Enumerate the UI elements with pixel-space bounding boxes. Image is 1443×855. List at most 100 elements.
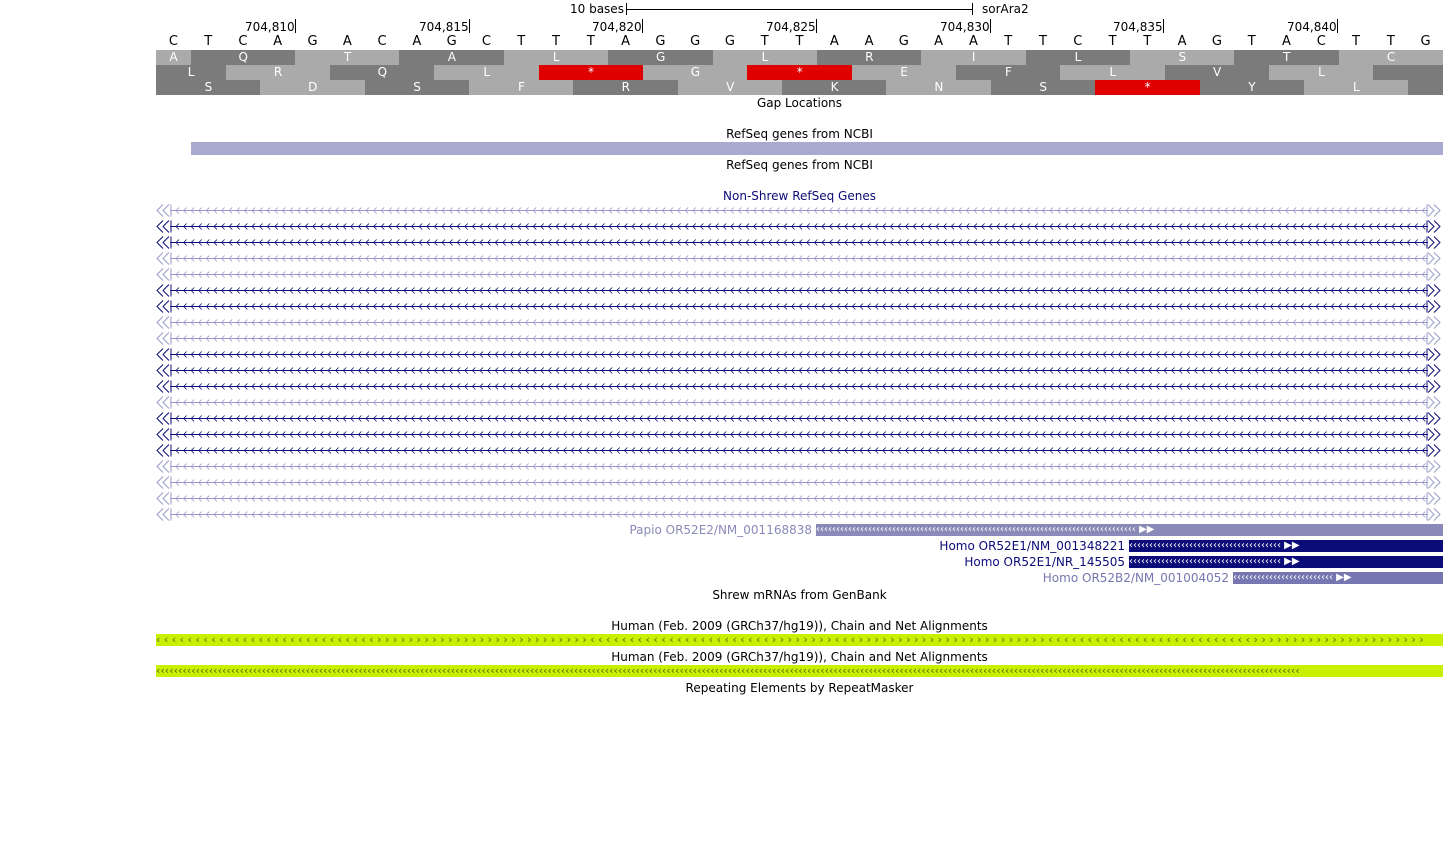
gene-label[interactable]: Papio OR52E2/NM_001168838 — [629, 523, 812, 537]
base: C — [481, 34, 491, 49]
gene-intron-line[interactable] — [156, 380, 1441, 393]
amino-acid-cell[interactable]: V — [677, 80, 783, 95]
gene-intron-line[interactable] — [156, 220, 1441, 233]
amino-acid-cell[interactable]: Q — [329, 65, 435, 80]
net-alignment-bar[interactable]: ‹‹‹‹‹‹‹‹‹‹‹‹‹‹‹‹‹‹‹‹‹‹‹‹‹‹‹‹‹‹‹‹‹‹‹‹‹‹‹‹… — [156, 665, 1443, 677]
gene-intron-line[interactable] — [156, 204, 1441, 217]
amino-acid-cell[interactable]: E — [851, 65, 957, 80]
amino-acid-cell[interactable]: S — [990, 80, 1096, 95]
chain-alignment-bar[interactable]: ‹ ‹ ‹ ‹ ‹ ‹ ‹ ‹ ‹ ‹ ‹ ‹ ‹ ‹ ‹ ‹ ‹ ‹ ‹ ‹ … — [156, 634, 1443, 646]
amino-acid-cell[interactable]: I — [921, 50, 1027, 65]
amino-acid-cell[interactable]: Y — [1199, 80, 1305, 95]
amino-acid-cell[interactable]: R — [573, 80, 679, 95]
scale-bar — [626, 9, 972, 10]
amino-acid-cell[interactable]: L — [1269, 65, 1374, 80]
amino-acid-cell[interactable]: R — [816, 50, 922, 65]
base: T — [1039, 34, 1047, 49]
amino-acid-cell[interactable]: F — [956, 65, 1061, 80]
gene-intron-line[interactable] — [156, 492, 1441, 505]
stop-codon[interactable]: * — [1095, 80, 1200, 95]
gene-intron-line[interactable] — [156, 396, 1441, 409]
amino-acid-cell[interactable]: A — [399, 50, 505, 65]
base: G — [446, 34, 457, 49]
gene-intron-line[interactable] — [156, 428, 1441, 441]
amino-acid-cell[interactable]: T — [1234, 50, 1340, 65]
track-title-gap[interactable]: Gap Locations — [756, 96, 843, 110]
amino-acid-cell[interactable]: Q — [190, 50, 296, 65]
amino-acid-cell[interactable]: L — [1303, 80, 1409, 95]
gene-feature-box[interactable]: ‹‹‹‹‹‹‹‹‹‹‹‹‹‹‹‹‹‹‹‹‹‹‹‹‹‹‹‹‹‹‹‹‹‹‹‹‹‹ ▶… — [1129, 556, 1443, 568]
amino-acid-cell[interactable]: S — [1129, 50, 1235, 65]
gene-intron-line[interactable] — [156, 460, 1441, 473]
amino-acid-cell[interactable]: L — [1060, 65, 1166, 80]
base: G — [690, 34, 701, 49]
gene-intron-line[interactable] — [156, 236, 1441, 249]
gene-intron-line[interactable] — [156, 412, 1441, 425]
gene-intron-line[interactable] — [156, 316, 1441, 329]
amino-acid-cell[interactable]: T — [295, 50, 400, 65]
stop-codon[interactable]: * — [538, 65, 644, 80]
base: T — [517, 34, 526, 49]
amino-acid-cell[interactable]: V — [1164, 65, 1270, 80]
amino-acid-cell[interactable]: K — [782, 80, 887, 95]
gene-label[interactable]: Homo OR52E1/NR_145505 — [964, 555, 1125, 569]
gene-label[interactable]: Homo OR52E1/NM_001348221 — [939, 539, 1125, 553]
amino-acid-cell[interactable]: N — [886, 80, 992, 95]
assembly-label: sorAra2 — [982, 2, 1029, 16]
gene-intron-line[interactable] — [156, 332, 1441, 345]
base: C — [1316, 34, 1326, 49]
base: T — [1143, 34, 1152, 49]
amino-acid-cell[interactable]: L — [712, 50, 818, 65]
gene-intron-line[interactable] — [156, 348, 1441, 361]
gene-intron-line[interactable] — [156, 300, 1441, 313]
base: T — [760, 34, 769, 49]
track-title-shrew-mrna[interactable]: Shrew mRNAs from GenBank — [712, 588, 887, 602]
amino-acid-cell[interactable] — [1408, 80, 1443, 95]
amino-acid-cell[interactable]: L — [434, 65, 540, 80]
gene-label[interactable]: Homo OR52B2/NM_001004052 — [1042, 571, 1229, 585]
gene-feature-box[interactable]: ‹‹‹‹‹‹‹‹‹‹‹‹‹‹‹‹‹‹‹‹‹‹‹‹‹‹‹‹‹‹‹‹‹‹‹‹‹‹‹‹… — [816, 524, 1443, 536]
track-title-refseq-2[interactable]: RefSeq genes from NCBI — [726, 158, 873, 172]
base: T — [552, 34, 560, 49]
track-title-chain-net-1[interactable]: Human (Feb. 2009 (GRCh37/hg19)), Chain a… — [611, 619, 988, 633]
amino-acid-cell[interactable]: S — [364, 80, 470, 95]
gene-intron-line[interactable] — [156, 364, 1441, 377]
base: A — [1282, 34, 1291, 49]
gene-intron-line[interactable] — [156, 284, 1441, 297]
base: A — [342, 34, 352, 49]
amino-acid-cell[interactable]: C — [1338, 50, 1443, 65]
track-title-non-shrew[interactable]: Non-Shrew RefSeq Genes — [723, 189, 876, 203]
base: T — [1386, 34, 1395, 49]
amino-acid-cell[interactable]: L — [1025, 50, 1131, 65]
amino-acid-cell[interactable]: L — [156, 65, 227, 80]
base: T — [1352, 34, 1360, 49]
track-title-repeatmasker[interactable]: Repeating Elements by RepeatMasker — [685, 681, 914, 695]
base: G — [655, 34, 666, 49]
base: G — [1420, 34, 1431, 49]
base: C — [1073, 34, 1083, 49]
amino-acid-cell[interactable]: G — [642, 65, 748, 80]
gene-feature-box[interactable]: ‹‹‹‹‹‹‹‹‹‹‹‹‹‹‹‹‹‹‹‹‹‹‹‹‹ ▶▶ — [1233, 572, 1443, 584]
amino-acid-cell[interactable]: G — [608, 50, 714, 65]
amino-acid-cell[interactable]: A — [156, 50, 192, 65]
amino-acid-cell[interactable]: L — [503, 50, 609, 65]
gene-intron-line[interactable] — [156, 268, 1441, 281]
position-tick — [295, 19, 296, 33]
base: G — [307, 34, 318, 49]
refseq-gene-bar[interactable] — [191, 142, 1443, 155]
gene-feature-box[interactable]: ‹‹‹‹‹‹‹‹‹‹‹‹‹‹‹‹‹‹‹‹‹‹‹‹‹‹‹‹‹‹‹‹‹‹‹‹‹‹ ▶… — [1129, 540, 1443, 552]
position-tick — [469, 19, 470, 33]
gene-intron-line[interactable] — [156, 508, 1441, 521]
amino-acid-cell[interactable]: S — [156, 80, 261, 95]
stop-codon[interactable]: * — [747, 65, 853, 80]
amino-acid-cell[interactable]: D — [260, 80, 366, 95]
amino-acid-cell[interactable] — [1373, 65, 1443, 80]
amino-acid-cell[interactable]: R — [225, 65, 331, 80]
track-title-chain-net-2[interactable]: Human (Feb. 2009 (GRCh37/hg19)), Chain a… — [611, 650, 988, 664]
amino-acid-cell[interactable]: F — [469, 80, 574, 95]
gene-intron-line[interactable] — [156, 476, 1441, 489]
gene-intron-line[interactable] — [156, 444, 1441, 457]
gene-intron-line[interactable] — [156, 252, 1441, 265]
track-title-refseq[interactable]: RefSeq genes from NCBI — [726, 127, 873, 141]
